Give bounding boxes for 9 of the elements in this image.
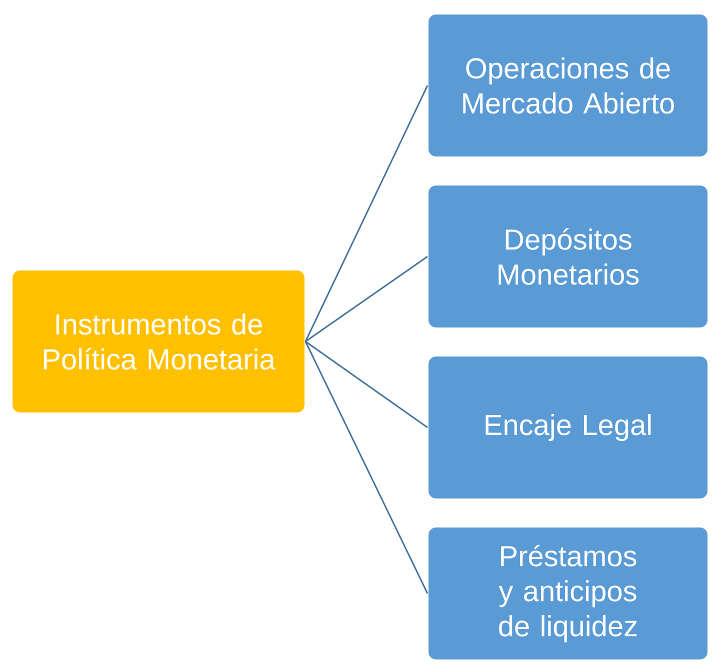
rounded-box: Operaciones de Mercado Abierto xyxy=(428,14,708,158)
connector-line xyxy=(304,341,428,594)
rounded-box: Depósitos Monetarios xyxy=(428,184,708,328)
rounded-box: Encaje Legal xyxy=(428,356,708,500)
rounded-box: Instrumentos de Política Monetaria xyxy=(12,270,306,414)
rounded-box: Préstamos y anticipos de liquidez xyxy=(428,526,708,660)
connector-line xyxy=(305,340,428,428)
connector-line xyxy=(305,256,428,342)
connector-line xyxy=(304,85,428,342)
